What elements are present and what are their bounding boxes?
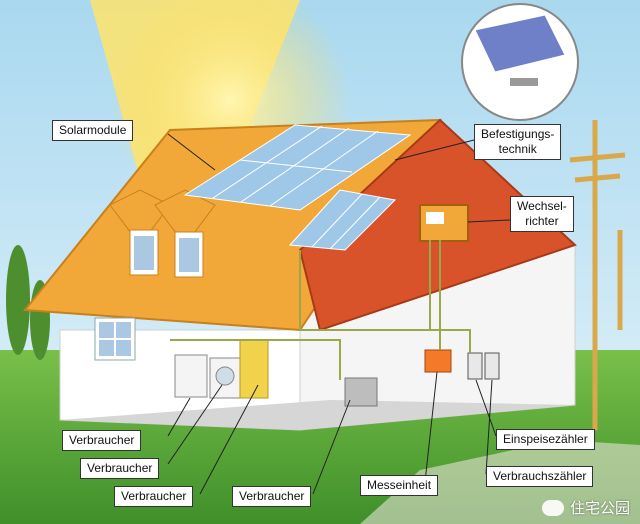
label-verbraucher-1: Verbraucher — [62, 430, 142, 451]
inverter — [419, 204, 469, 242]
feed-in-meter — [467, 352, 483, 380]
label-messeinheit: Messeinheit — [360, 475, 439, 496]
consumption-meter — [484, 352, 500, 380]
utility-poles — [569, 120, 626, 430]
house-floor — [60, 400, 575, 430]
wechat-icon — [541, 499, 564, 516]
label-verbraucher-3: Verbraucher — [114, 486, 194, 507]
stove — [174, 354, 208, 398]
label-verbraucher-2: Verbraucher — [80, 458, 160, 479]
label-befestigungstechnik: Befestigungs- technik — [474, 124, 562, 160]
dormer-right — [154, 189, 216, 278]
label-verbraucher-4: Verbraucher — [232, 486, 312, 507]
leader-lines — [167, 133, 511, 495]
watermark-text: 住宅公园 — [569, 499, 630, 517]
label-einspeisezaehler: Einspeisezähler — [496, 429, 595, 450]
wiring — [170, 240, 471, 380]
label-verbrauchszaehler: Verbrauchszähler — [486, 466, 594, 487]
watermark: 住宅公园 — [541, 497, 630, 518]
solar-panels — [183, 124, 412, 251]
dormer-left — [109, 189, 171, 276]
fridge — [239, 339, 269, 399]
tv — [344, 377, 378, 407]
window-front — [94, 317, 136, 361]
measuring-unit — [424, 349, 452, 373]
label-solarmodule: Solarmodule — [52, 120, 134, 141]
mounting-inset — [461, 3, 579, 121]
label-wechselrichter: Wechsel- richter — [510, 196, 574, 232]
